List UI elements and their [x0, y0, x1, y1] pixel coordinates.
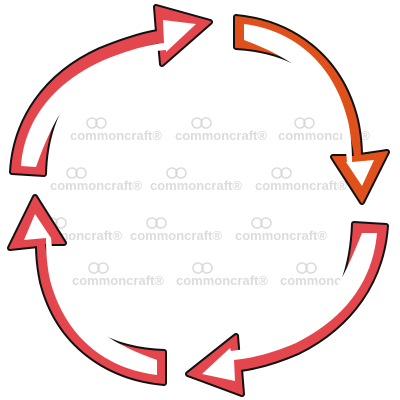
commoncraft-mark-icon	[88, 262, 109, 274]
watermark-brand-text: commoncraft®	[50, 178, 142, 193]
commoncraft-mark-icon	[146, 217, 167, 229]
arrow-top-left	[9, 4, 213, 177]
watermark-logo: commoncraft®	[175, 117, 267, 143]
watermark-logo: commoncraft®	[255, 167, 347, 193]
arrow-bottom-left	[7, 194, 167, 386]
watermark-logo: commoncraft®	[50, 167, 142, 193]
watermark-layer: commoncraft® commoncraft® commoncraft® comm…	[30, 117, 372, 288]
arrow-bottom-right-fill	[202, 233, 377, 381]
arrow-bottom-right	[185, 221, 389, 397]
commoncraft-mark-icon	[166, 167, 187, 179]
commoncraft-mark-icon	[271, 167, 292, 179]
arrow-top-right-fill	[244, 24, 374, 186]
arrow-bottom-left-fill	[24, 214, 157, 375]
commoncraft-mark-icon	[192, 262, 213, 274]
watermark-brand-text: commoncraft®	[255, 178, 347, 193]
watermark-brand-text: commoncraft®	[70, 128, 162, 143]
watermark-brand-text: commoncraft®	[72, 273, 164, 288]
watermark-brand-text: commoncraft®	[176, 273, 268, 288]
watermark-brand-text: commoncraft®	[235, 228, 327, 243]
watermark-logo: commoncraft®	[150, 167, 242, 193]
commoncraft-mark-icon	[66, 167, 87, 179]
watermark-logo: commoncraft®	[72, 262, 164, 288]
commoncraft-mark-icon	[86, 117, 107, 129]
watermark-logo: commoncraft®	[176, 262, 268, 288]
commoncraft-mark-icon	[251, 217, 272, 229]
commoncraft-mark-icon	[294, 117, 315, 129]
watermark-brand-text: commoncraft®	[130, 228, 222, 243]
watermark-brand-text: commoncraft®	[150, 178, 242, 193]
arrow-top-right	[233, 14, 390, 205]
watermark-logo: commoncraft®	[130, 217, 222, 243]
watermark-brand-text: commoncraft®	[175, 128, 267, 143]
arrow-top-left-fill	[21, 20, 196, 167]
watermark-logo: commoncraft®	[235, 217, 327, 243]
watermark-logo: commoncraft®	[70, 117, 162, 143]
commoncraft-mark-icon	[191, 117, 212, 129]
commoncraft-mark-icon	[296, 262, 317, 274]
